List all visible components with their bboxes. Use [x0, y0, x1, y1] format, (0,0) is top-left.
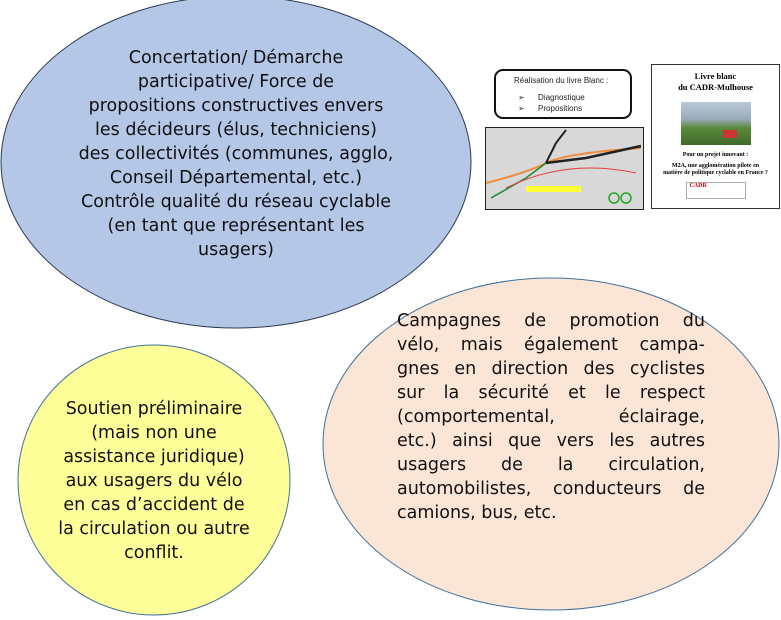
text-line: la circulation ou autre — [58, 519, 250, 539]
text-line: gnes en direction des cyclistes — [397, 359, 705, 379]
text-line: Contrôle qualité du réseau cyclable — [81, 192, 391, 212]
cover-photo — [680, 102, 751, 145]
text-line: (comportemental, éclairage, — [397, 407, 705, 427]
text-line: usagers) — [198, 240, 274, 260]
orange-bubble-text: Campagnes de promotion du vélo, mais égal… — [397, 309, 705, 525]
cover-body: M2A, une agglomération pilote en matière… — [663, 162, 768, 177]
cadr-logo: CADR — [685, 181, 746, 199]
blue-bubble-text: Concertation/ Démarche participative/ For… — [60, 46, 412, 262]
text-line: camions, bus, etc. — [397, 503, 557, 523]
text-line: Concertation/ Démarche — [128, 48, 344, 68]
livre-blanc-box: Réalisation du livre Blanc : ➢ Diagnosti… — [494, 69, 632, 119]
cycle-network-map-image — [485, 127, 644, 210]
text-line: sur la sécurité et le respect — [397, 383, 705, 403]
text-line: en cas d’accident de — [63, 495, 245, 515]
text-line: (en tant que représentant les — [107, 216, 365, 236]
text-line: les décideurs (élus, techniciens) — [95, 120, 377, 140]
text-line: (mais non une — [91, 423, 217, 443]
livre-box-item: ➢ Propositions — [518, 104, 583, 113]
item-label: Propositions — [538, 104, 583, 113]
text-line: etc.) ainsi que vers les autres — [397, 431, 705, 451]
text-line: conflit. — [124, 543, 184, 563]
blue-ellipse — [0, 0, 472, 329]
text-line: propositions constructives envers — [88, 96, 384, 116]
text-line: automobilistes, conducteurs de — [397, 479, 705, 499]
cover-title-2: du CADR-Mulhouse — [678, 82, 753, 92]
livre-box-item: ➢ Diagnostique — [518, 93, 585, 102]
text-line: Campagnes de promotion du — [397, 311, 705, 331]
cover-subtitle: Pour un projet innovant : — [682, 152, 749, 158]
item-label: Diagnostique — [538, 93, 585, 102]
text-line: participative/ Force de — [137, 72, 335, 92]
orange-ellipse — [322, 277, 780, 611]
livre-blanc-cover-image: Livre blanc du CADR-Mulhouse Pour un pro… — [651, 64, 780, 209]
yellow-bubble-text: Soutien préliminaire (mais non une assista… — [30, 397, 278, 565]
text-line: vélo, mais également campa- — [397, 335, 705, 355]
text-line: des collectivités (communes, agglo, — [78, 144, 394, 164]
text-line: Soutien préliminaire — [65, 399, 243, 419]
yellow-ellipse — [17, 344, 291, 616]
text-line: usagers de la circulation, — [397, 455, 705, 475]
text-line: assistance juridique) — [63, 447, 245, 467]
cover-title: Livre blanc — [694, 71, 737, 81]
text-line: aux usagers du vélo — [65, 471, 243, 491]
text-line: Conseil Départemental, etc.) — [109, 168, 363, 188]
livre-box-title: Réalisation du livre Blanc : — [514, 76, 609, 85]
